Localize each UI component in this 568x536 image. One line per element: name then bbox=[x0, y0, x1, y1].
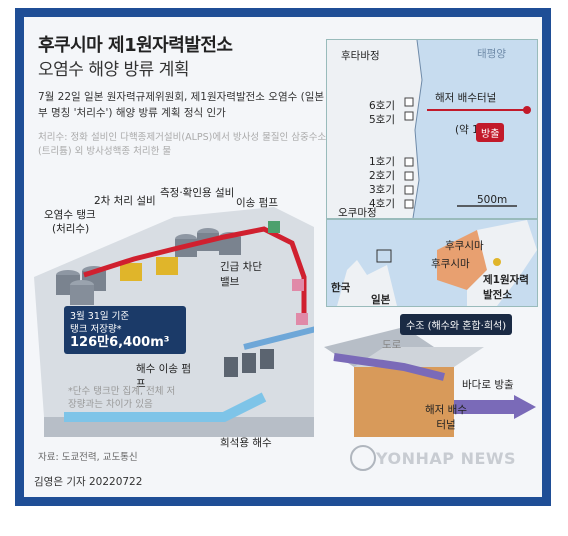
inset-map: 후쿠시마 후쿠시마 제1원자력 발전소 한국 일본 bbox=[326, 219, 538, 307]
contaminated-tanks bbox=[56, 266, 106, 305]
unit-1: 1호기 bbox=[369, 156, 396, 168]
release-point bbox=[523, 106, 531, 114]
tunnel-label: 해저 배수터널 bbox=[425, 404, 467, 431]
watermark: YONHAP NEWS bbox=[376, 449, 517, 468]
site-map: 후타바정 태평양 6호기 5호기 1호기 2호기 3호기 4호기 해저 배수터널… bbox=[326, 39, 538, 219]
source: 자료: 도쿄전력, 교도통신 bbox=[38, 452, 138, 463]
processing-note: 처리수: 정화 설비인 다핵종제거설비(ALPS)에서 방사성 물질인 삼중수소… bbox=[38, 132, 327, 157]
seawater-pipe bbox=[243, 324, 325, 350]
yonhap-logo-icon bbox=[350, 445, 376, 471]
map-scale-label: 500m bbox=[477, 194, 508, 206]
plant-icon bbox=[493, 258, 501, 266]
seawater-flow bbox=[64, 392, 267, 422]
valve-box bbox=[296, 313, 308, 325]
map-town-top: 후타바정 bbox=[341, 50, 380, 62]
stock-box: 3월 31일 기준 탱크 저장량* 126만6,400m³ bbox=[64, 306, 186, 354]
secondary-unit bbox=[156, 257, 178, 275]
release-badge: 방출 bbox=[476, 123, 505, 142]
inset-korea-label: 한국 bbox=[331, 282, 351, 294]
map-ocean: 태평양 bbox=[477, 48, 506, 60]
valve-box bbox=[292, 279, 304, 291]
unit-5: 5호기 bbox=[369, 114, 396, 126]
stock-date: 3월 31일 기준 bbox=[70, 311, 130, 322]
unit-6: 6호기 bbox=[369, 100, 396, 112]
transfer-pump-label: 이송 펌프 bbox=[236, 197, 278, 209]
inset-plant-label: 제1원자력 발전소 bbox=[483, 274, 529, 301]
tank-sublabel: (처리수) bbox=[52, 223, 90, 235]
locator-box bbox=[376, 249, 392, 263]
map-town-bottom: 오쿠마정 bbox=[338, 207, 377, 219]
inset-fukushima-label-2: 후쿠시마 bbox=[431, 258, 470, 270]
secondary-unit bbox=[120, 263, 142, 281]
unit-4: 4호기 bbox=[369, 198, 396, 210]
inset-fukushima-label: 후쿠시마 bbox=[445, 240, 484, 252]
tank-label: 오염수 탱크 bbox=[44, 209, 96, 221]
author: 김영은 기자 20220722 bbox=[34, 476, 143, 488]
treated-water-pipe bbox=[83, 226, 307, 317]
release-arrow bbox=[514, 395, 536, 419]
mixed-water-flow bbox=[333, 353, 445, 381]
infographic: 후쿠시마 제1원자력발전소 오염수 해양 방류 계획 7월 22일 일본 원자력… bbox=[24, 17, 542, 497]
stock-caption: 탱크 저장량* bbox=[70, 324, 122, 335]
stock-value: 126만6,400m³ bbox=[70, 335, 170, 350]
description: 7월 22일 일본 원자력규제위원회, 제1원자력발전소 오염수 (일본 정부 … bbox=[38, 91, 338, 119]
inset-japan-label: 일본 bbox=[371, 294, 391, 306]
road-label: 도로 bbox=[382, 339, 402, 351]
transfer-pump-box bbox=[268, 221, 280, 233]
to-sea-label: 바다로 방출 bbox=[462, 379, 514, 391]
seawater-pumps bbox=[224, 349, 274, 377]
map-tunnel-label: 해저 배수터널 bbox=[435, 92, 497, 104]
secondary-label: 2차 처리 설비 bbox=[94, 195, 156, 207]
valve-label: 긴급 차단 밸브 bbox=[220, 261, 262, 288]
page-subtitle: 오염수 해양 방류 계획 bbox=[38, 60, 189, 80]
seawater-pump-label: 해수 이송 펌프 bbox=[136, 363, 191, 390]
measure-label: 측정·확인용 설비 bbox=[160, 187, 235, 199]
page-title: 후쿠시마 제1원자력발전소 bbox=[38, 35, 233, 56]
footnote: *단수 탱크만 집계, 전체 저장량과는 차이가 있음 bbox=[68, 386, 176, 410]
dilution-label: 희석용 해수 bbox=[220, 437, 272, 449]
tank-box-label: 수조 (해수와 혼합·희석) bbox=[400, 314, 513, 335]
unit-2: 2호기 bbox=[369, 170, 396, 182]
unit-3: 3호기 bbox=[369, 184, 396, 196]
